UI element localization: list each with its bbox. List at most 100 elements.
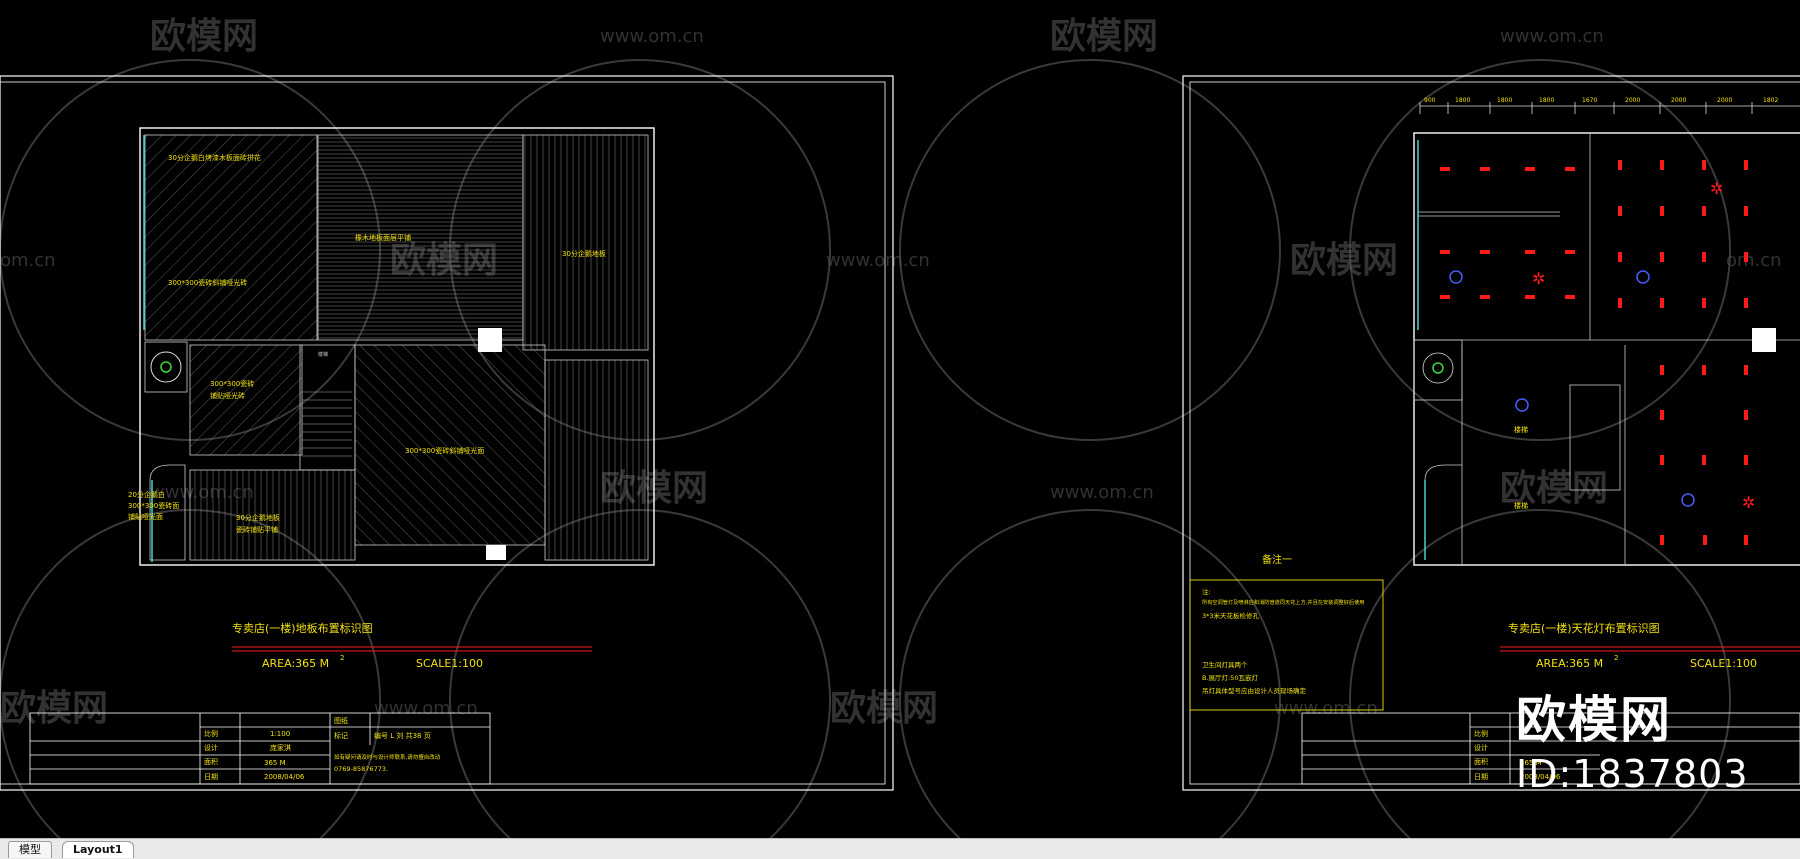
watermark-brand: 欧模网 xyxy=(0,688,108,729)
room-parquet-2 xyxy=(544,359,649,561)
watermark-url: www.om.cn xyxy=(1050,482,1154,503)
title-block-right-text: 比例 设计 面积 365 M 日期 2008/04/06 xyxy=(1474,729,1561,781)
red-light-fixtures xyxy=(1440,160,1748,545)
left-sheet: 30分企鹅白烤漆木板面砖拼花 300*300瓷砖斜铺哑光砖 橡木地板面层平铺 3… xyxy=(0,75,894,791)
note-line: 卫生间灯具两个 xyxy=(1202,660,1248,669)
sheet-border-inner xyxy=(1189,81,1800,785)
room-tile-diag xyxy=(144,134,318,341)
room-label: 瓷砖铺贴平铺 xyxy=(236,525,278,534)
watermark-url: www.om.cn xyxy=(826,250,930,271)
sheet-border-outer xyxy=(1182,75,1800,791)
dim-label: 1800 xyxy=(1539,97,1554,104)
watermark-brand: 欧模网 xyxy=(150,16,258,57)
note-line: 吊灯具体型号应由设计人员现场确定 xyxy=(1202,686,1307,695)
room-label: 20分企鹅白 xyxy=(128,490,165,499)
brand-id-overlay: ID:1837803 xyxy=(1516,752,1749,796)
tb-label: 比例 xyxy=(204,729,218,738)
red-star-lights: ✲✲✲ xyxy=(1532,179,1755,512)
watermark-brand: 欧模网 xyxy=(1050,16,1158,57)
note-line: 所有空调管灯及喷淋应和消防管道同天花上方,并且在安装调整好后使用 xyxy=(1202,598,1364,606)
tb-label: 标记 xyxy=(334,731,348,740)
watermark-url: om.cn xyxy=(0,250,56,271)
tb-value: 2008/04/06 xyxy=(264,773,305,781)
tb-label: 面积 xyxy=(204,757,218,766)
watermark-url: www.om.cn xyxy=(1500,26,1604,47)
tb-label: 日期 xyxy=(1474,773,1488,781)
room-label: 铺贴哑光砖 xyxy=(210,391,245,400)
drawing-title: 专卖店(一楼)地板布置标识图 xyxy=(232,621,373,635)
cad-canvas[interactable]: 欧模网 www.om.cn 欧模网 www.om.cn om.cn 欧模网 ww… xyxy=(0,0,1800,838)
room-wood xyxy=(317,134,524,341)
room-parquet xyxy=(522,134,649,351)
ceiling-plan xyxy=(1413,132,1800,566)
dimension-bar xyxy=(1419,102,1800,114)
right-sheet: 900 1800 1800 1800 1670 2000 2000 2000 1… xyxy=(1182,75,1800,791)
tb-label: 设计 xyxy=(1474,743,1488,752)
svg-text:✲: ✲ xyxy=(1532,269,1545,288)
title-block-right xyxy=(1301,712,1800,785)
dimension-labels: 900 1800 1800 1800 1670 2000 2000 2000 1… xyxy=(1424,97,1778,104)
stair-label: 楼梯 xyxy=(318,351,328,358)
tb-value: 365 M xyxy=(264,759,286,767)
notes-box: 备注一 注: 所有空调管灯及喷淋应和消防管道同天花上方,并且在安装调整好后使用 … xyxy=(1189,553,1384,711)
tb-label: 比例 xyxy=(1474,729,1488,738)
tab-model[interactable]: 模型 xyxy=(8,841,52,858)
watermark-url: www.om.cn xyxy=(374,698,478,719)
tb-value: 1:100 xyxy=(270,730,290,738)
dim-label: 2000 xyxy=(1671,97,1686,104)
tb-value: 365 M xyxy=(1520,759,1542,767)
lamp-label: 楼梯 xyxy=(1514,425,1528,434)
note-line: 3*3米天花板检修孔 xyxy=(1202,611,1260,620)
scale-text: SCALE1:100 xyxy=(1690,657,1757,670)
dim-label: 2000 xyxy=(1625,97,1640,104)
watermark-url: om.cn xyxy=(1726,250,1782,271)
room-label: 300*300瓷砖 xyxy=(210,379,254,388)
svg-text:✲: ✲ xyxy=(1710,179,1723,198)
tb-label: 图纸 xyxy=(334,716,348,725)
room-label: 30分企鹅地板 xyxy=(236,513,280,522)
tb-label: 日期 xyxy=(204,773,218,781)
tab-layout1[interactable]: Layout1 xyxy=(62,841,134,858)
area-text: AREA:365 M xyxy=(1536,657,1603,670)
room-label: 铺贴哑光面 xyxy=(128,512,163,521)
room-wood-small xyxy=(189,469,356,561)
tb-label: 设计 xyxy=(204,743,218,752)
dim-label: 1802 xyxy=(1763,97,1778,104)
room-label: 300*300瓷砖斜铺哑光砖 xyxy=(168,278,247,287)
blue-downlights xyxy=(1449,270,1695,507)
lamp-labels: 楼梯 楼梯 xyxy=(1514,425,1528,510)
tb-phone: 0769-85876773. xyxy=(334,765,388,773)
drawing-title: 专卖店(一楼)天花灯布置标识图 xyxy=(1508,621,1660,635)
room-label: 300*300瓷砖斜铺哑光面 xyxy=(405,446,484,455)
plan-outline xyxy=(139,127,655,566)
note-line: B.展厅灯:50瓦嵌灯 xyxy=(1202,673,1258,682)
watermark-url: www.om.cn xyxy=(600,26,704,47)
dim-label: 1800 xyxy=(1497,97,1512,104)
brand-logo-overlay: 欧模网 xyxy=(1516,691,1672,749)
room-labels-left: 30分企鹅白烤漆木板面砖拼花 300*300瓷砖斜铺哑光砖 橡木地板面层平铺 3… xyxy=(128,153,606,534)
floor-plan-left xyxy=(139,127,655,566)
room-label: 橡木地板面层平铺 xyxy=(355,233,411,242)
watermark-layer: 欧模网 www.om.cn 欧模网 www.om.cn om.cn 欧模网 ww… xyxy=(0,16,1782,838)
area-text: AREA:365 M xyxy=(262,657,329,670)
room-label: 300*300瓷砖面 xyxy=(128,501,179,510)
stair-room xyxy=(299,344,356,471)
notes-title: 备注一 xyxy=(1262,553,1292,566)
scale-text: SCALE1:100 xyxy=(416,657,483,670)
layout-tab-bar: 模型 Layout1 xyxy=(0,838,1800,859)
room-tile-small xyxy=(189,344,303,456)
dim-label: 1670 xyxy=(1582,97,1597,104)
tb-value: 庞家淇 xyxy=(270,743,291,752)
lamp-label: 楼梯 xyxy=(1514,501,1528,510)
title-block-left xyxy=(29,712,491,785)
tb-value: 2008/04/06 xyxy=(1520,773,1561,781)
title-block-left-text: 比例 1:100 设计 庞家淇 面积 365 M 日期 2008/04/06 图… xyxy=(204,716,441,781)
watermark-brand: 欧模网 xyxy=(1290,240,1398,281)
tb-value: 编号 L 刘 共38 页 xyxy=(374,731,431,740)
note-line: 注: xyxy=(1202,587,1211,596)
room-label: 30分企鹅地板 xyxy=(562,249,606,258)
watermark-brand: 欧模网 xyxy=(1500,468,1608,509)
area-sup: 2 xyxy=(1614,654,1618,662)
watermark-brand: 欧模网 xyxy=(830,688,938,729)
area-sup: 2 xyxy=(340,654,344,662)
